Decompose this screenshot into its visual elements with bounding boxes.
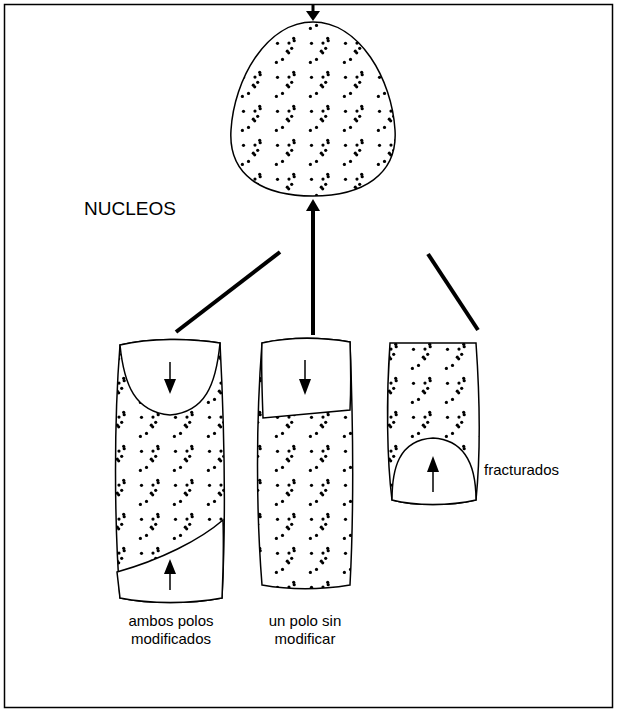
branch-line: [428, 254, 478, 330]
strike-arrow: [312, 5, 315, 12]
scar-arrow: [304, 360, 306, 380]
core-caption: ambos polos modificados: [110, 612, 232, 648]
scar-arrow: [432, 470, 434, 492]
frame: [5, 5, 613, 708]
pebble: [231, 22, 395, 196]
section-label: NUCLEOS: [84, 198, 204, 221]
scar-arrow-head: [164, 379, 176, 394]
core-both-poles: [116, 339, 225, 602]
scar-arrow-head: [299, 379, 311, 395]
core-fractured: [388, 343, 479, 505]
flake-scar: [120, 339, 220, 415]
flake-scar: [117, 520, 223, 603]
strike-arrow-head: [306, 11, 320, 21]
scar-arrow-head: [164, 559, 176, 574]
flake-scar: [262, 338, 351, 418]
flake-scar: [392, 438, 476, 505]
core-one-pole: [258, 338, 353, 588]
scar-arrow-head: [427, 456, 439, 472]
strike-arrow-head: [306, 199, 320, 211]
core-caption: un polo sin modificar: [244, 612, 366, 648]
branch-line: [311, 210, 315, 335]
branch-line: [176, 252, 280, 332]
core-caption: fracturados: [484, 461, 594, 479]
scar-arrow: [169, 572, 171, 590]
scar-arrow: [169, 362, 171, 380]
